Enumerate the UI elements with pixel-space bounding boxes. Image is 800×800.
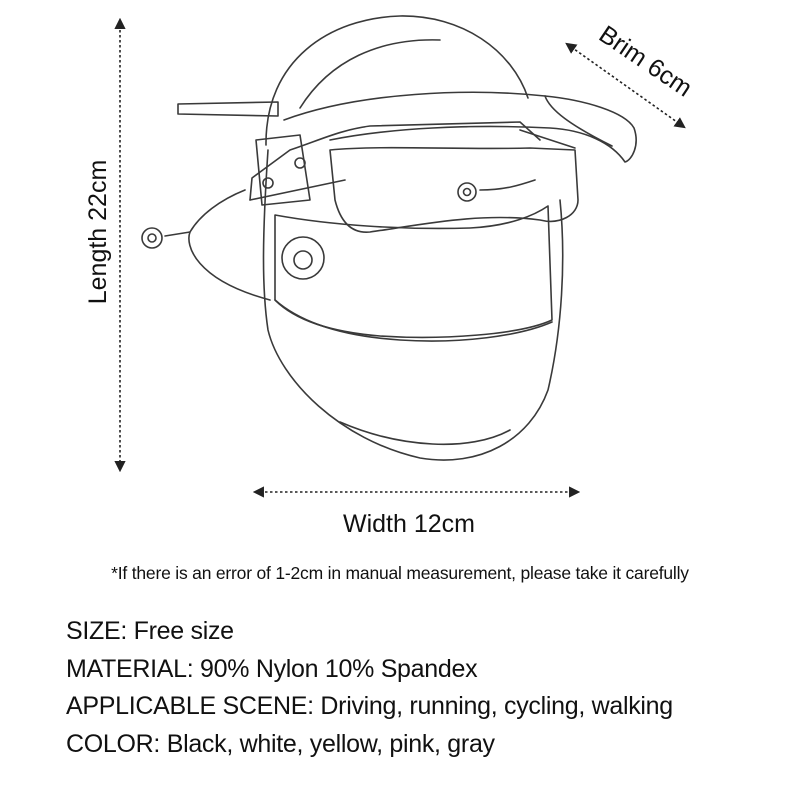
length-label: Length 22cm <box>84 160 112 305</box>
spec-color: COLOR: Black, white, yellow, pink, gray <box>66 729 495 758</box>
spec-list: SIZE: Free size MATERIAL: 90% Nylon 10% … <box>66 613 673 763</box>
spec-size: SIZE: Free size <box>66 617 234 645</box>
spec-material: MATERIAL: 90% Nylon 10% Spandex <box>66 654 478 683</box>
width-label: Width 12cm <box>343 510 475 538</box>
measurement-note: *If there is an error of 1-2cm in manual… <box>111 563 689 583</box>
product-dimension-diagram: Length 22cm Width 12cm Brim 6cm <box>84 15 697 538</box>
brim-label: Brim 6cm <box>594 20 697 102</box>
spec-applicable-scene: APPLICABLE SCENE: Driving, running, cycl… <box>66 692 673 720</box>
hat-mask-illustration <box>141 15 637 461</box>
brim-dimension-line <box>565 42 686 129</box>
